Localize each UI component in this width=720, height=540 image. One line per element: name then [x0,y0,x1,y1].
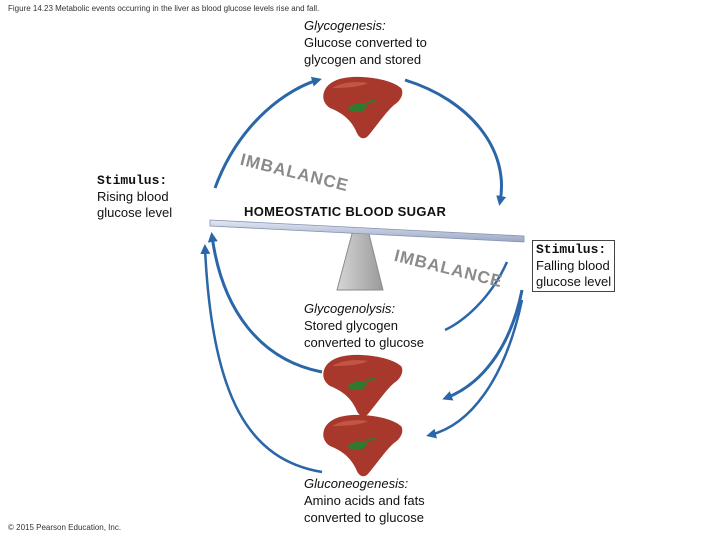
gluconeogenesis-title: Gluconeogenesis: [304,476,409,491]
fulcrum-icon [336,229,384,291]
curved-arrow-icon [404,78,507,206]
glycogenolysis-title: Glycogenolysis: [304,301,396,316]
curved-arrow-icon [426,299,524,439]
glycogenolysis-line2: converted to glucose [304,335,424,350]
gluconeogenesis-line1: Amino acids and fats [304,493,425,508]
stimulus-falling-line2: glucose level [536,274,612,289]
curved-arrow-icon [442,289,524,401]
curved-arrow-icon [207,232,323,374]
glycogenesis-label: Glycogenesis: Glucose converted to glyco… [304,17,427,68]
homeostatic-blood-sugar-label: HOMEOSTATIC BLOOD SUGAR [244,204,447,219]
liver-icon [322,353,404,418]
balance-beam [209,219,525,243]
glycogenesis-line2: glycogen and stored [304,52,422,67]
stimulus-rising-line1: Rising blood [97,189,169,204]
gluconeogenesis-line2: converted to glucose [304,510,424,525]
liver-icon [322,413,404,478]
liver-icon [322,75,404,140]
gluconeogenesis-label: Gluconeogenesis: Amino acids and fats co… [304,475,425,526]
stimulus-falling-title: Stimulus: [536,242,607,257]
glycogenesis-line1: Glucose converted to [304,35,427,50]
curved-arrow-icon [200,244,323,474]
stimulus-rising-line2: glucose level [97,205,173,220]
stimulus-falling-line1: Falling blood [536,258,610,273]
stimulus-rising-label: Stimulus: Rising blood glucose level [97,173,172,221]
curved-arrow-icon [213,76,322,189]
stimulus-falling-label: Stimulus: Falling blood glucose level [532,240,616,292]
glycogenolysis-line1: Stored glycogen [304,318,398,333]
glycogenesis-title: Glycogenesis: [304,18,386,33]
figure-caption: Figure 14.23 Metabolic events occurring … [8,4,320,13]
glycogenolysis-label: Glycogenolysis: Stored glycogen converte… [304,300,424,351]
stimulus-rising-title: Stimulus: [97,173,168,188]
curved-arrow-icon [444,261,509,332]
copyright-notice: © 2015 Pearson Education, Inc. [8,523,122,532]
